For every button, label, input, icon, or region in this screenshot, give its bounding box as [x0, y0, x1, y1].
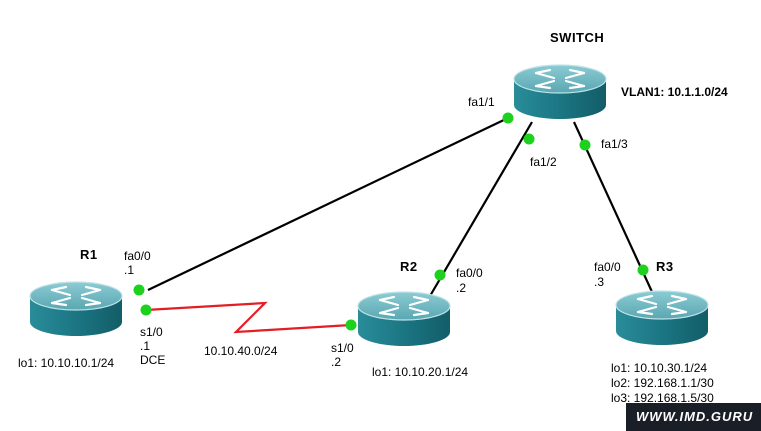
r2-fa-ip: .2: [456, 281, 466, 295]
r3-loopback-2: lo2: 192.168.1.1/30: [611, 376, 714, 390]
link-r1-r2-serial: [145, 301, 352, 334]
port-dot-r2-fa00: [434, 269, 446, 281]
serial-network-label: 10.10.40.0/24: [204, 344, 278, 358]
switch-port-fa11: fa1/1: [468, 95, 495, 109]
port-dot-r1-fa00: [133, 284, 145, 296]
port-dots: [133, 112, 649, 331]
link-r3-switch: [573, 121, 654, 295]
r2-name: R2: [400, 259, 418, 274]
port-dot-r1-s10: [140, 304, 152, 316]
port-dot-switch-fa13: [579, 139, 591, 151]
port-dot-switch-fa12: [523, 133, 535, 145]
r1-fa-ip: .1: [124, 263, 134, 277]
links: [145, 117, 654, 334]
r3-loopback-3: lo3: 192.168.1.5/30: [611, 391, 714, 405]
switch-port-fa12: fa1/2: [530, 155, 557, 169]
device-r2[interactable]: [356, 290, 452, 348]
r1-s-port: s1/0: [140, 325, 163, 339]
watermark: WWW.IMD.GURU: [626, 403, 761, 431]
link-r2-switch: [429, 121, 533, 297]
switch-vlan-label: VLAN1: 10.1.1.0/24: [621, 85, 728, 99]
r3-name: R3: [656, 259, 674, 274]
watermark-text: WWW.IMD.GURU: [636, 409, 753, 424]
switch-port-fa13: fa1/3: [601, 137, 628, 151]
port-dot-r3-fa00: [637, 264, 649, 276]
device-r1[interactable]: [28, 280, 124, 338]
r1-s-role: DCE: [140, 353, 165, 367]
watermark-background: [626, 403, 761, 431]
r2-s-ip: .2: [331, 355, 341, 369]
switch-name: SWITCH: [550, 30, 604, 45]
device-switch[interactable]: [512, 63, 608, 121]
r3-loopback-1: lo1: 10.10.30.1/24: [611, 361, 707, 375]
r2-fa-port: fa0/0: [456, 266, 483, 280]
link-r1-switch: [147, 117, 509, 291]
port-dot-switch-fa11: [502, 112, 514, 124]
r3-fa-port: fa0/0: [594, 260, 621, 274]
r1-loopback-1: lo1: 10.10.10.1/24: [18, 356, 114, 370]
r2-loopback-1: lo1: 10.10.20.1/24: [372, 365, 468, 379]
r1-s-ip: .1: [140, 339, 150, 353]
r1-name: R1: [80, 247, 98, 262]
r1-fa-port: fa0/0: [124, 249, 151, 263]
port-dot-r2-s10: [345, 319, 357, 331]
r2-s-port: s1/0: [331, 341, 354, 355]
r3-fa-ip: .3: [594, 275, 604, 289]
device-r3[interactable]: [614, 289, 710, 347]
